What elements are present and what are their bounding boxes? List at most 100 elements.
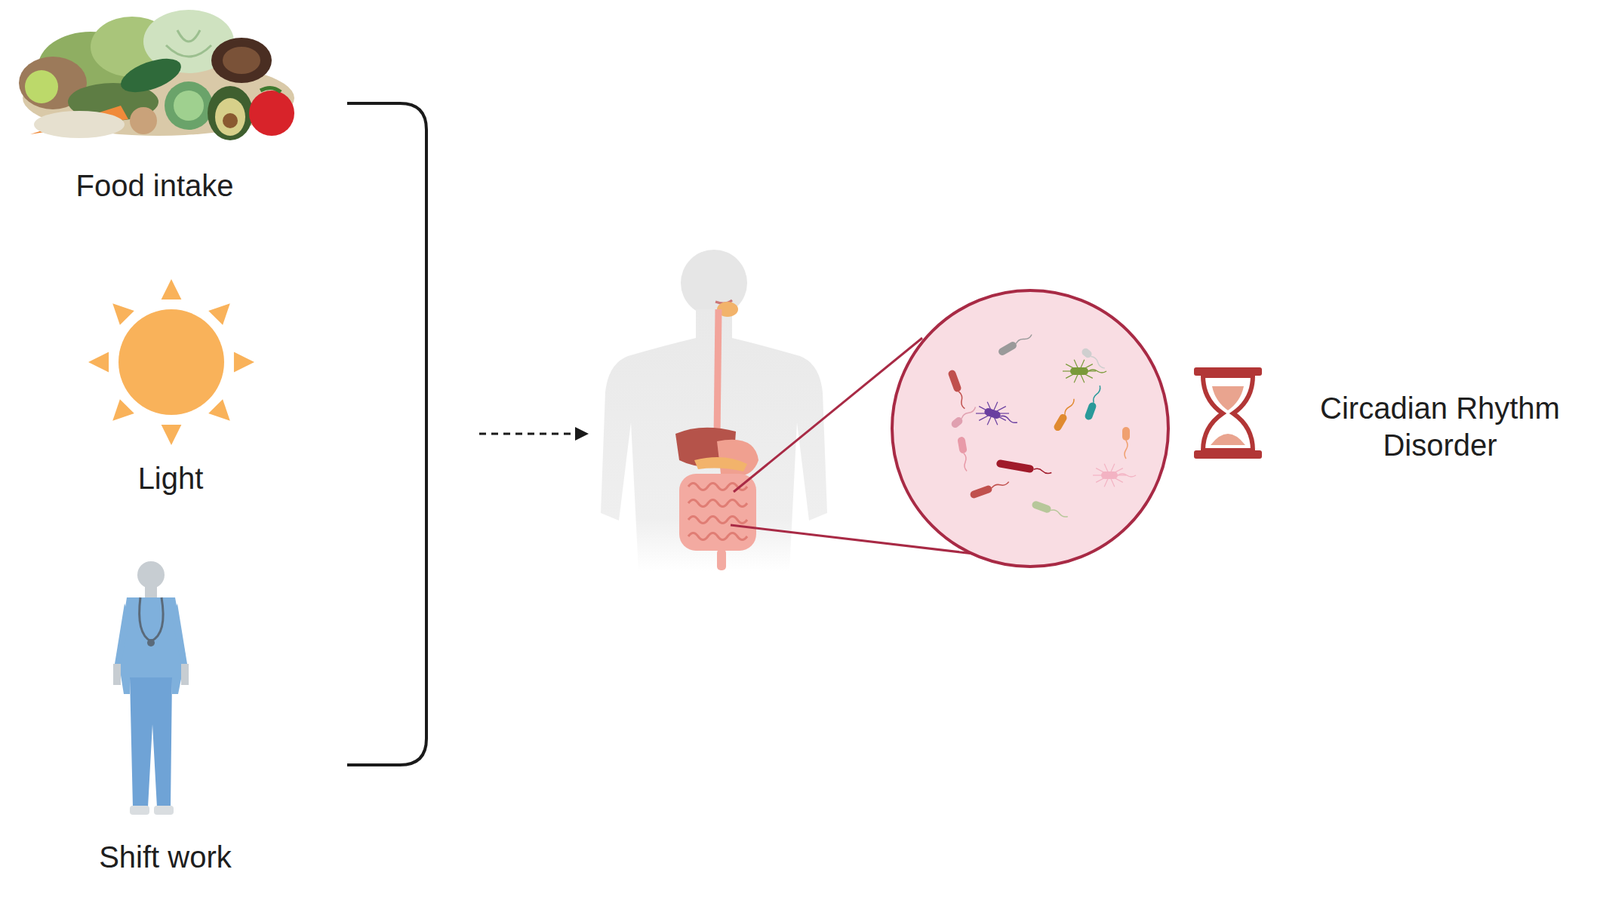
food-icon-part (215, 98, 246, 136)
human-body-part (694, 457, 748, 472)
microbiome-circle-part-part (1122, 427, 1130, 459)
microbiome-circle-part-part-part (956, 390, 967, 410)
sun-icon-part-part (208, 399, 231, 422)
hourglass-icon-part (1203, 375, 1253, 451)
microbiome-circle-part-part-part (960, 406, 977, 420)
shift-worker-icon-part (181, 664, 189, 686)
microbiome-circle-part-part (1109, 475, 1115, 487)
human-body-part (688, 483, 748, 541)
sun-icon-part-part (161, 279, 182, 300)
sun-icon (88, 279, 255, 446)
microbiome-circle-part-part (996, 331, 1034, 357)
microbiome-circle-part-part (947, 369, 969, 410)
microbiome-circle-part-part-part (969, 484, 994, 500)
hourglass-icon-part (1212, 386, 1244, 411)
microbiome-circle-part-part (996, 459, 1053, 477)
microbiome-circle-part-part-part (1050, 509, 1069, 519)
microbiome-circle-part-part-part (1083, 401, 1098, 422)
human-body-part-part (688, 516, 748, 524)
microbiome-circle-part (892, 290, 1169, 567)
microbiome-circle-part-part (1092, 474, 1110, 476)
dashed-arrow-part (479, 433, 578, 436)
microbiome-circle-part-part (969, 478, 1010, 500)
food-icon-part (33, 110, 125, 139)
bracket (347, 103, 427, 766)
microbiome-circle-part-part-part (996, 340, 1019, 357)
food-icon-part (249, 90, 295, 136)
food-icon-part (173, 90, 204, 121)
human-body-part (680, 249, 748, 317)
microbiome-circle-part-part-part (990, 480, 1010, 490)
microbiome-circle-part-part (1079, 370, 1096, 372)
sun-icon-part-part (208, 303, 231, 326)
microbiome-circle-part-part-part (1063, 398, 1075, 416)
sun-icon-part-part (233, 352, 255, 373)
microbiome-circle-part-part (992, 406, 1007, 414)
food-icon-part (207, 86, 253, 141)
microbiome-circle-part-part (1079, 364, 1093, 372)
microbiome-circle-part-part (1073, 360, 1080, 372)
dashed-arrow-part (575, 427, 589, 441)
microbiome-circle-part-part (1109, 468, 1124, 476)
microbiome-circle-part-part-part (1030, 500, 1053, 514)
microbiome-circle-part-part-part (1092, 384, 1102, 404)
microbiome-circle-part-part-part (956, 436, 968, 454)
microbiome-circle-part-part-part (1000, 415, 1019, 425)
food-icon-part (129, 107, 157, 135)
food-icon-part (211, 37, 272, 84)
microbiome-circle-part-part (1079, 371, 1085, 383)
microbiome-circle-part-part (1065, 371, 1080, 379)
food-icon-part (24, 70, 59, 104)
microbiome-circle-part-part-part (1015, 333, 1033, 345)
hourglass-icon-part (1210, 433, 1246, 446)
microbiome-circle-part-part-part (1089, 355, 1106, 370)
shift-worker-icon-part (147, 639, 155, 647)
sun-icon-part-part (88, 352, 109, 373)
factor-label: Shift work (44, 839, 287, 877)
hourglass-icon (1193, 367, 1262, 459)
microbiome-circle-part-part-part (996, 459, 1035, 474)
microbiome-circle-part-part (1095, 475, 1110, 483)
shift-worker-icon-part (172, 603, 188, 666)
microbiome-circle-part-part (975, 412, 993, 414)
human-body (600, 249, 828, 572)
sun-icon-part (118, 309, 225, 416)
microbiome-circle-part-part (1080, 347, 1108, 372)
shift-worker-icon-part (114, 603, 130, 666)
dashed-arrow (479, 427, 589, 441)
microbiome-circle-part-part (1104, 464, 1110, 476)
human-body-part-part (688, 533, 748, 541)
sun-icon-part-part (161, 424, 182, 446)
food-icon-part (222, 46, 261, 74)
food-icon (18, 9, 295, 141)
shift-worker-icon-part (113, 664, 121, 686)
microbiome-circle-part-part-part (1052, 412, 1069, 433)
food-icon-part (222, 113, 238, 129)
microbiome-circle-part-part (1083, 384, 1104, 422)
microbiome-circle-part-part (992, 413, 998, 425)
food-icon-part (116, 52, 185, 100)
human-body-part (716, 549, 727, 571)
sun-icon-part-part (112, 399, 135, 422)
shift-worker-icon (113, 561, 189, 816)
microbiome-circle-part-part (992, 412, 1010, 414)
factor-label: Food intake (18, 167, 291, 205)
food-icon-part (166, 30, 212, 57)
shift-worker-icon-part (144, 587, 157, 598)
microbiome-circle-part-part-part (1122, 427, 1130, 441)
microbiome-circle-part-part-part (1033, 467, 1052, 474)
factor-label: Light (72, 460, 269, 498)
sun-icon-part (88, 279, 255, 446)
shift-worker-icon-part (153, 806, 174, 816)
microbiome-circle-part-part (950, 404, 979, 430)
microbiome-circle-part-part-part (1080, 347, 1093, 360)
microbiome-circle-part-part (1052, 396, 1078, 433)
microbiome-circle-part-part (956, 436, 971, 472)
microbiome-circle-part-part (983, 407, 1019, 427)
human-body-part (679, 473, 757, 551)
sun-icon-part-part (112, 303, 135, 326)
microbiome-circle-part-part (1062, 370, 1080, 372)
microbiome-circle-part-part (1030, 500, 1069, 520)
microbiome-circle (892, 290, 1169, 567)
